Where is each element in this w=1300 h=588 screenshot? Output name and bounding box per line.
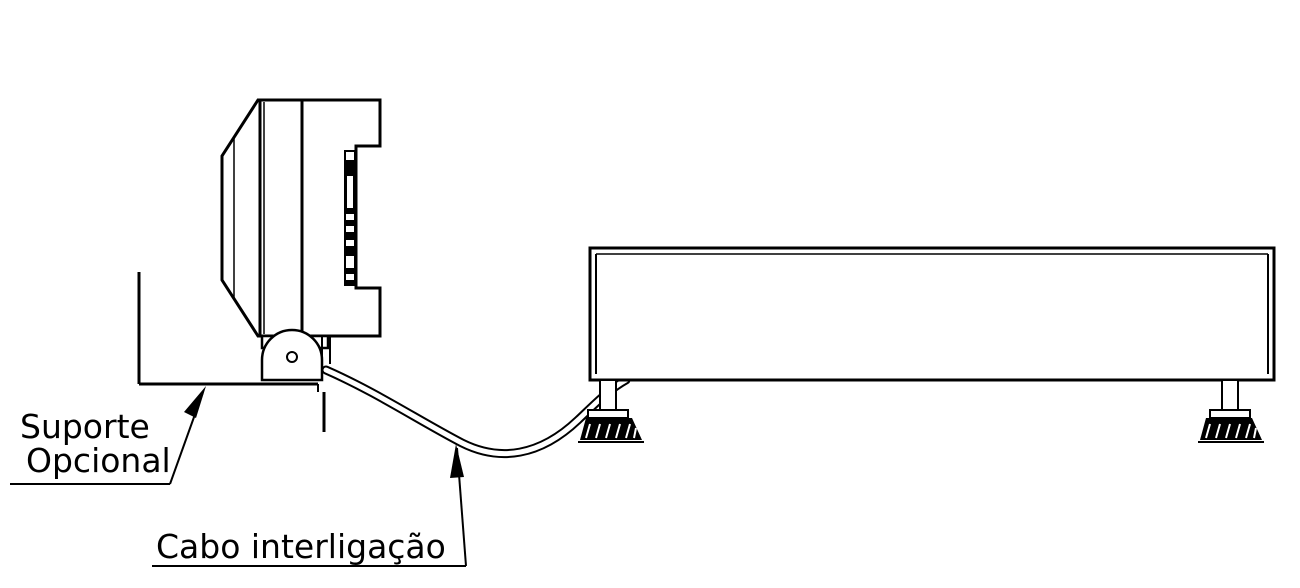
label-cable: Cabo interligação <box>156 527 446 566</box>
optional-support <box>137 272 326 432</box>
label-support-line2: Opcional <box>26 441 171 480</box>
arrowhead-cable <box>450 444 464 478</box>
arrowhead-support <box>184 386 206 418</box>
callout-cable: Cabo interligação <box>152 444 467 567</box>
weighing-indicator <box>220 98 382 382</box>
label-support-line1: Suporte <box>20 407 150 446</box>
callout-support: Suporte Opcional <box>10 386 206 485</box>
leveling-foot-right <box>1198 379 1264 443</box>
platform-scale <box>578 246 1276 443</box>
interconnection-cable <box>321 365 631 458</box>
leveling-foot-left <box>578 379 644 443</box>
